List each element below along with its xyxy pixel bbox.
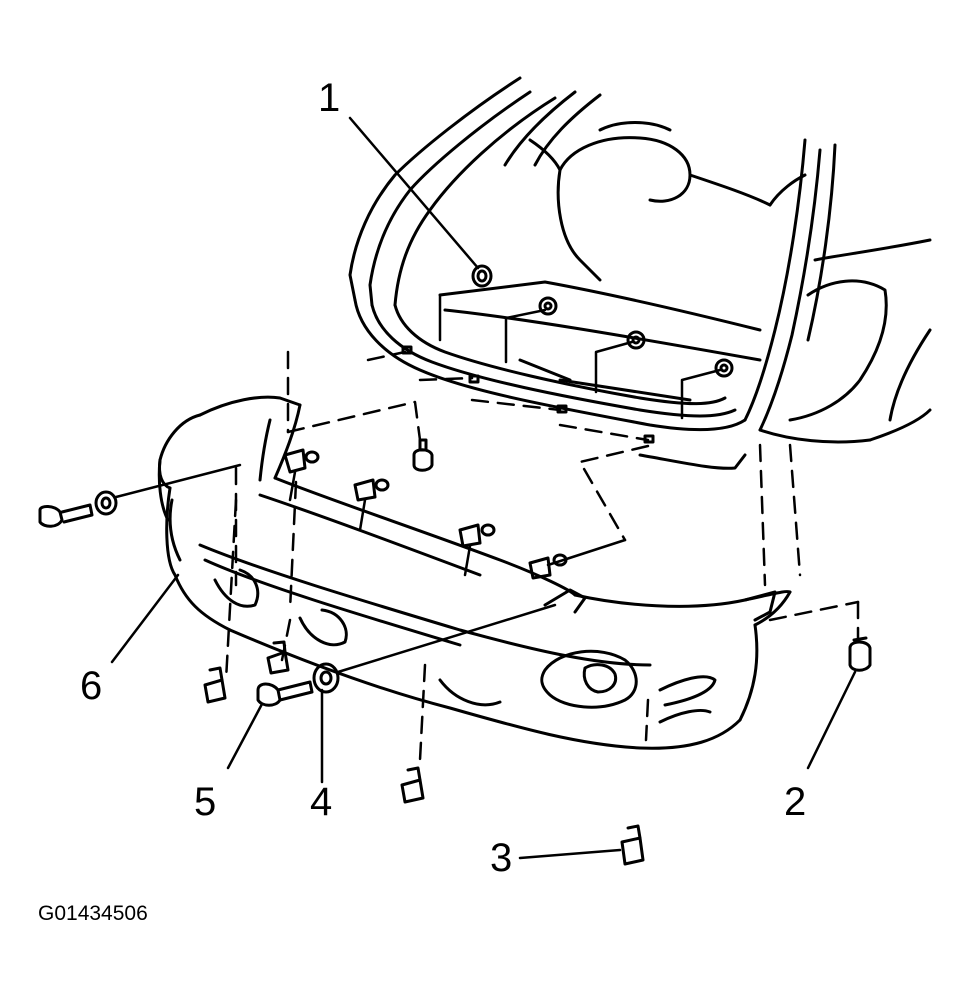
left-bolt-assembly	[38, 463, 242, 528]
figure-id-label: G01434506	[38, 902, 148, 925]
callout-4: 4	[310, 780, 333, 824]
leader-3	[518, 848, 622, 860]
callout-leaders	[110, 116, 857, 860]
grommet-leaders	[438, 293, 722, 420]
vehicle-body	[348, 76, 932, 470]
callout-6: 6	[80, 664, 103, 708]
leader-2	[806, 670, 857, 770]
leader-1	[348, 116, 480, 270]
leader-6	[110, 573, 180, 664]
right-bolt	[848, 636, 872, 672]
bumper-fascia	[157, 395, 792, 750]
callout-5: 5	[194, 780, 217, 824]
callout-2: 2	[784, 780, 807, 824]
center-bolt	[412, 438, 434, 472]
callout-3: 3	[490, 836, 513, 880]
leader-5	[226, 702, 264, 770]
callout-1: 1	[318, 76, 341, 120]
bottom-fasteners	[203, 640, 645, 866]
bumper-retainers	[283, 448, 627, 580]
